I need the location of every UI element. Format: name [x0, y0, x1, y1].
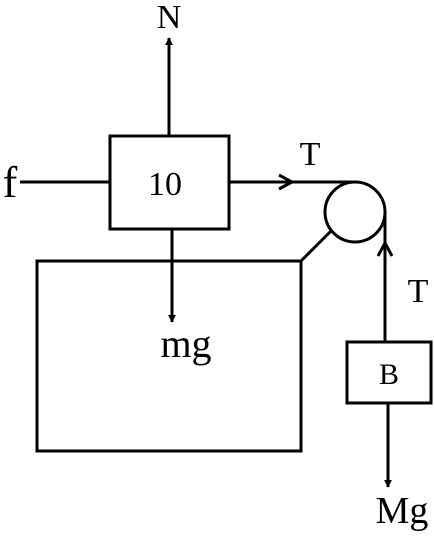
pulley-support	[299, 227, 335, 263]
table-block	[35, 259, 303, 453]
tension-arrowhead-vertical	[376, 239, 394, 257]
tension-label-horizontal: T	[300, 136, 321, 173]
weight-label-block: mg	[160, 321, 211, 366]
normal-force-label: N	[157, 0, 182, 36]
weight-label-hanging: Mg	[376, 490, 429, 532]
block-10-label: 10	[148, 166, 182, 203]
hanging-block-b	[345, 340, 433, 405]
pulley-wheel	[323, 180, 387, 244]
tension-arrowhead-horizontal	[278, 173, 296, 191]
friction-force-label: f	[3, 158, 18, 207]
hanging-block-label: B	[379, 358, 399, 391]
tension-label-vertical: T	[408, 273, 429, 310]
